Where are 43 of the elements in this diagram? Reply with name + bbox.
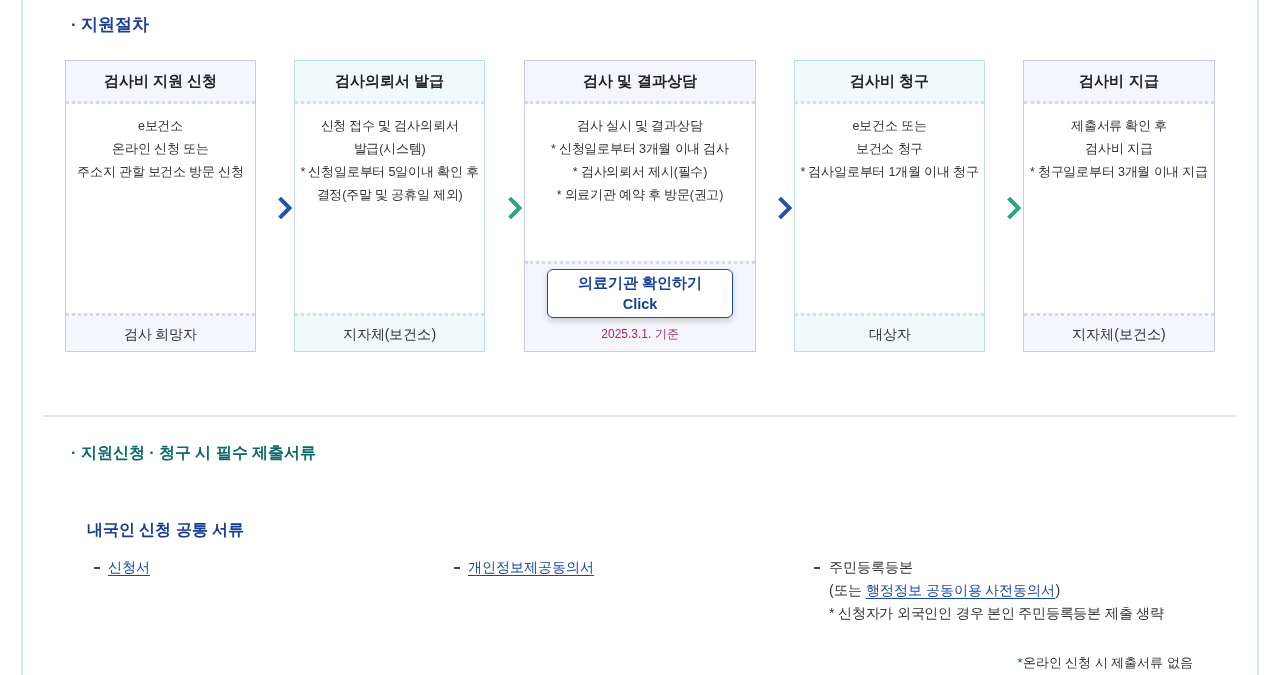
step-role: 검사 희망자 (123, 324, 198, 344)
subsection-title: 내국인 신청 공통 서류 (87, 520, 245, 540)
asterisk-mark: * (1017, 654, 1023, 672)
note-text: (또는 (829, 581, 862, 600)
step-description: * 검사의뢰서 제시(필수) (572, 164, 708, 181)
step-title: 검사비 청구 (849, 71, 930, 91)
step-description: 검사비 지급 (1085, 141, 1153, 158)
step-description: 제출서류 확인 후 (1070, 118, 1168, 135)
application-form-link: 신청서 (108, 558, 150, 577)
step-description: 검사 실시 및 결과상담 (577, 118, 703, 135)
section-title: · 지원절차 (71, 14, 150, 36)
step-card (524, 60, 756, 352)
step-role: 대상자 (868, 324, 911, 344)
section-title: · 지원신청 · 청구 시 필수 제출서류 (71, 443, 317, 463)
step-role: 지자체(보건소) (342, 324, 437, 344)
step-description: 주소지 관할 보건소 방문 신청 (77, 164, 244, 181)
step-description: * 신청일로부터 5일이내 확인 후 결정(주말 및 공휴일 제외) (299, 164, 480, 204)
privacy-consent-link: 개인정보제공동의서 (468, 558, 594, 577)
step-title: 검사 및 결과상담 (583, 71, 697, 91)
step-title: 검사의뢰서 발급 (334, 71, 445, 91)
step-card (1023, 60, 1215, 352)
reference-date-note: 2025.3.1. 기준 (601, 326, 679, 343)
step-description: * 신청일로부터 3개월 이내 검사 (550, 141, 730, 158)
closing-parenthesis: ) (1055, 581, 1061, 600)
hospital-check-button: 의료기관 확인하기 Click (547, 269, 733, 318)
document-name: 주민등록등본 (829, 558, 913, 577)
step-description: e보건소 (137, 118, 184, 135)
step-description: 온라인 신청 또는 (112, 141, 209, 158)
exemption-note: * 신청자가 외국인인 경우 본인 주민등록등본 제출 생략 (829, 604, 1164, 623)
step-card (294, 60, 485, 352)
step-description: 보건소 청구 (855, 141, 924, 158)
admin-info-consent-link: 행정정보 공동이용 사전동의서 (865, 581, 1056, 600)
online-note: 온라인 신청 시 제출서류 없음 (1022, 654, 1193, 672)
step-title: 검사비 지원 신청 (103, 71, 218, 91)
step-description: e보건소 또는 (852, 118, 927, 135)
step-description: * 의료기관 예약 후 방문(권고) (556, 187, 724, 204)
step-role: 지자체(보건소) (1072, 324, 1166, 344)
step-description: * 검사일로부터 1개월 이내 청구 (800, 164, 979, 181)
step-card (65, 60, 256, 352)
step-description: 신청 접수 및 검사의뢰서 발급(시스템) (319, 118, 460, 158)
step-card (794, 60, 985, 352)
step-title: 검사비 지급 (1079, 71, 1159, 91)
step-description: * 청구일로부터 3개월 이내 지급 (1029, 164, 1209, 181)
